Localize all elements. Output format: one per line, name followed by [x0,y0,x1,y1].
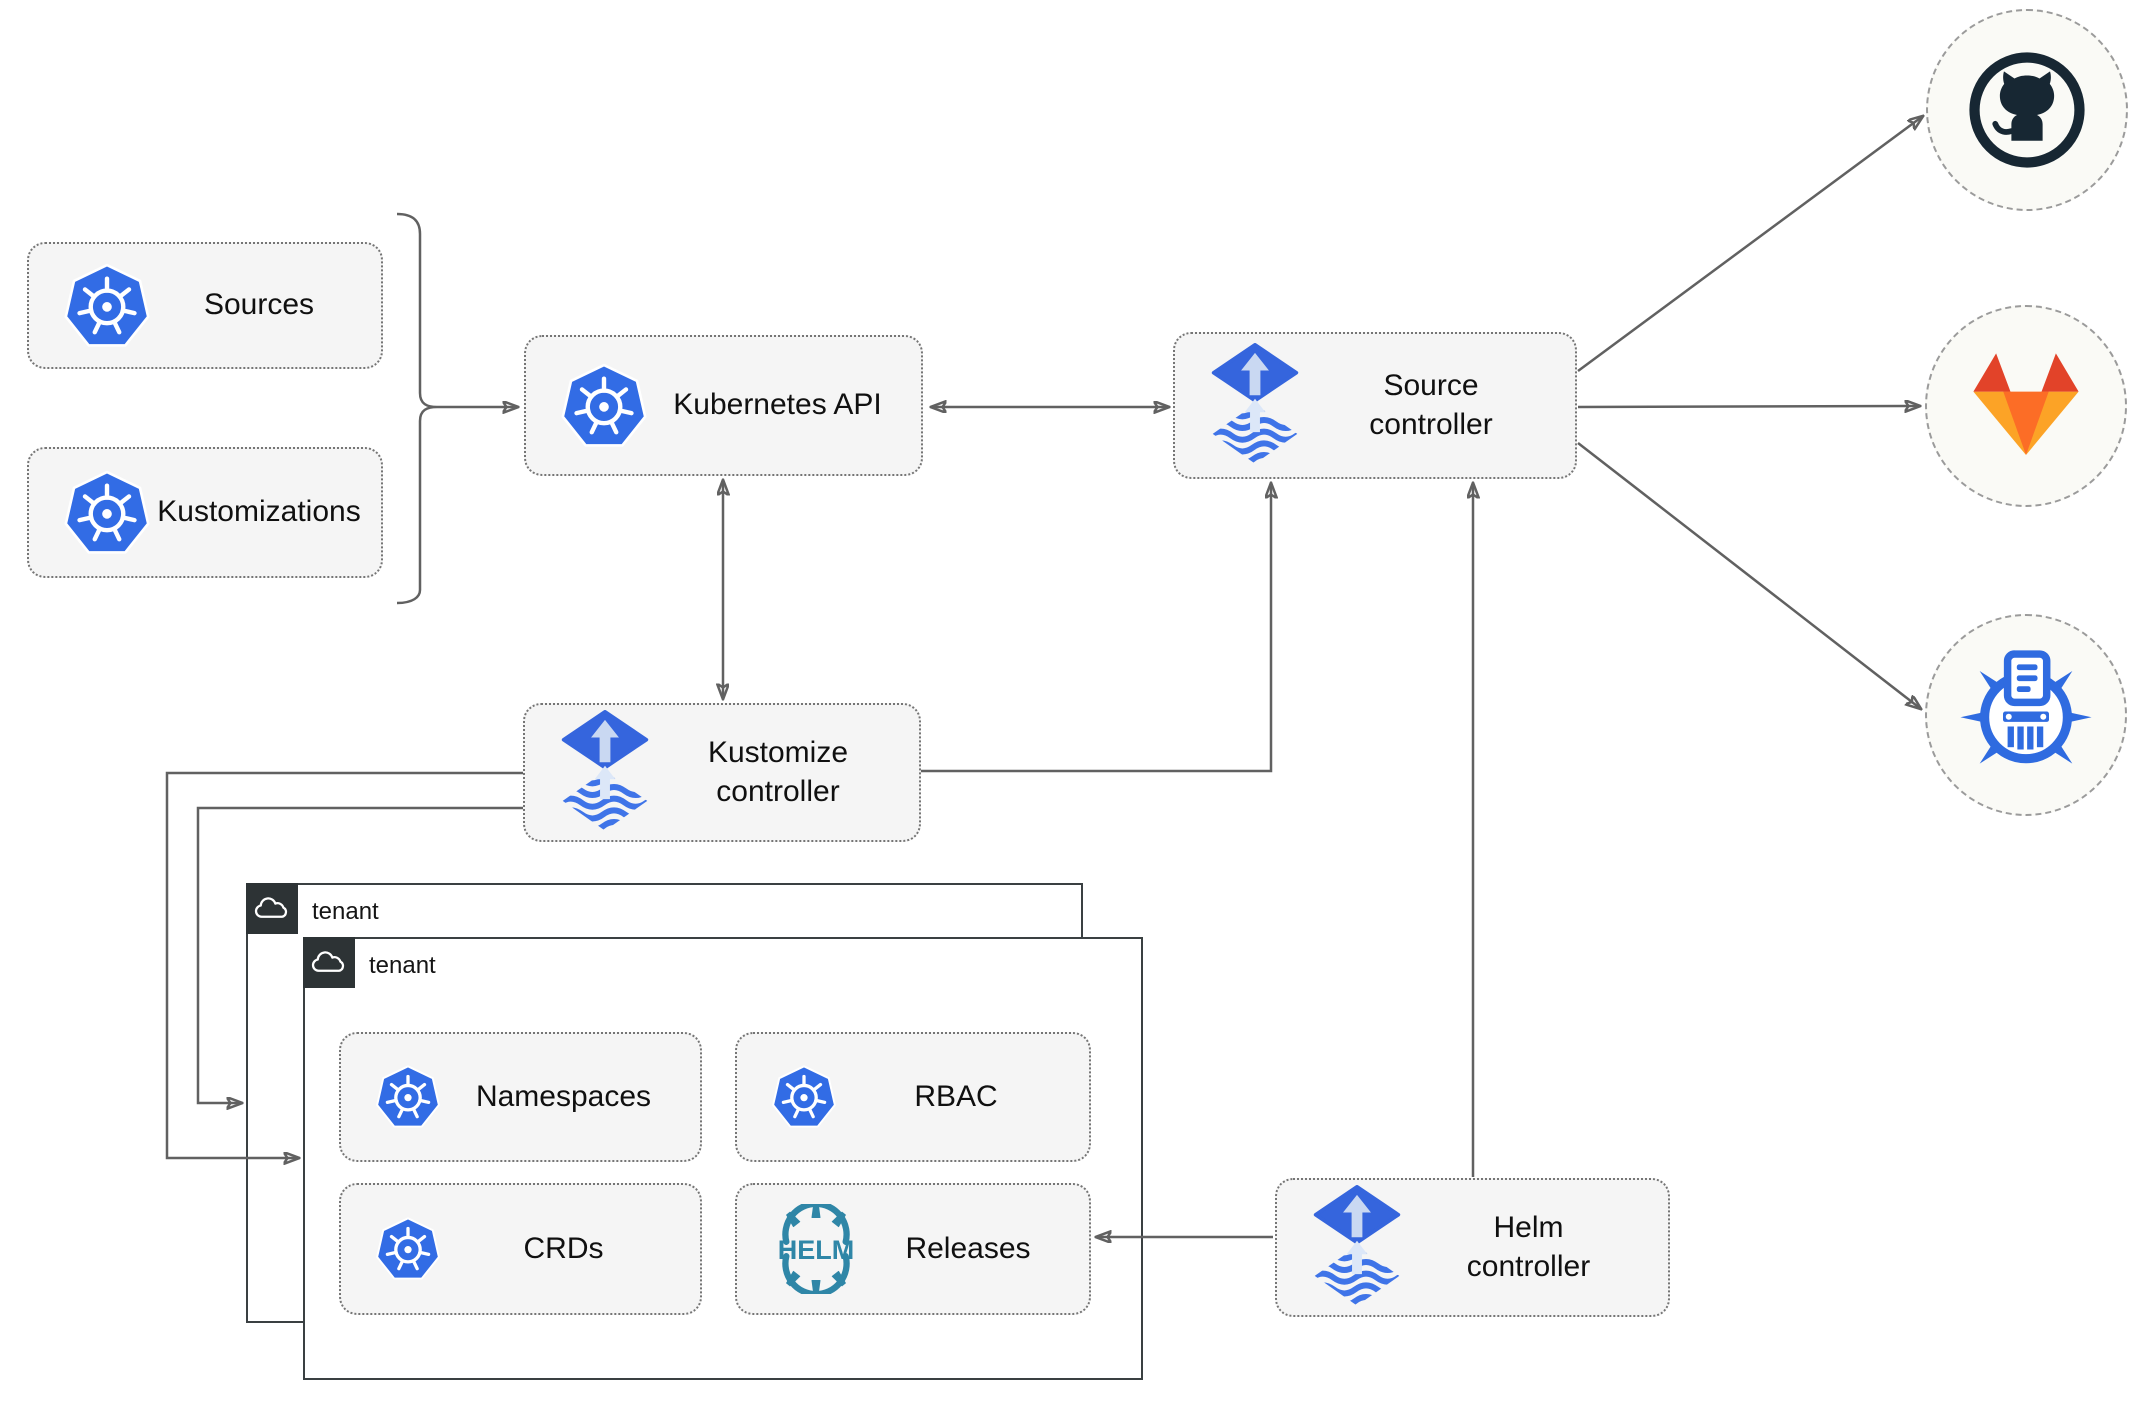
node-label-text: Source controller [1369,369,1493,441]
node-label: CRDs [523,1231,604,1265]
kubernetes-icon [771,1064,837,1130]
github-logo-icon [1963,46,2091,174]
chartmuseum-logo-icon [1957,646,2095,784]
node-label-text: Helm controller [1466,1211,1591,1283]
cloud-icon [302,936,355,988]
arrow-source-to-gitlab [1577,406,1920,407]
node-helm-controller: Helm controller [1275,1178,1670,1317]
gitlab-logo-icon [1966,351,2086,461]
node-source-controller: Source controller [1173,332,1577,479]
kubernetes-icon [560,362,648,450]
node-label: Source controller [1301,367,1575,444]
node-kubernetes-api: Kubernetes API [524,335,923,476]
node-rbac: RBAC [735,1032,1091,1162]
arrow-source-to-chart-repository [1577,442,1921,709]
node-kustomizations: Kustomizations [27,447,383,578]
kubernetes-icon [375,1216,441,1282]
kubernetes-icon [63,262,151,350]
node-label: Helm controller [1403,1209,1668,1286]
node-sources: Sources [27,242,383,369]
node-label: Kubernetes API [673,388,882,422]
tenant-label: tenant [369,952,436,979]
tenant-label: tenant [312,898,379,925]
node-namespaces: Namespaces [339,1032,702,1162]
node-kustomize-controller: Kustomize controller [523,703,921,842]
flux-icon [1209,343,1301,469]
group-bracket [396,212,438,605]
node-label: RBAC [914,1079,998,1113]
arrow-kustomize-to-source-controller [921,483,1271,773]
node-label: Kustomize controller [651,734,919,811]
node-label: Kustomizations [157,495,361,529]
node-releases: Releases [735,1183,1091,1315]
node-label: Releases [905,1231,1031,1265]
node-crds: CRDs [339,1183,702,1315]
cloud-icon [245,882,298,934]
node-label: Sources [203,288,315,322]
endpoint-chart-repository [1925,614,2127,816]
helm-logo-icon [771,1204,861,1294]
arrow-source-to-github [1577,116,1923,373]
node-label: Namespaces [475,1079,652,1113]
flux-icon [559,710,651,836]
kubernetes-icon [375,1064,441,1130]
endpoint-gitlab [1925,305,2127,507]
node-label-text: Kustomize controller [707,736,849,808]
endpoint-github [1926,9,2128,211]
flux-icon [1311,1185,1403,1311]
kubernetes-icon [63,469,151,557]
